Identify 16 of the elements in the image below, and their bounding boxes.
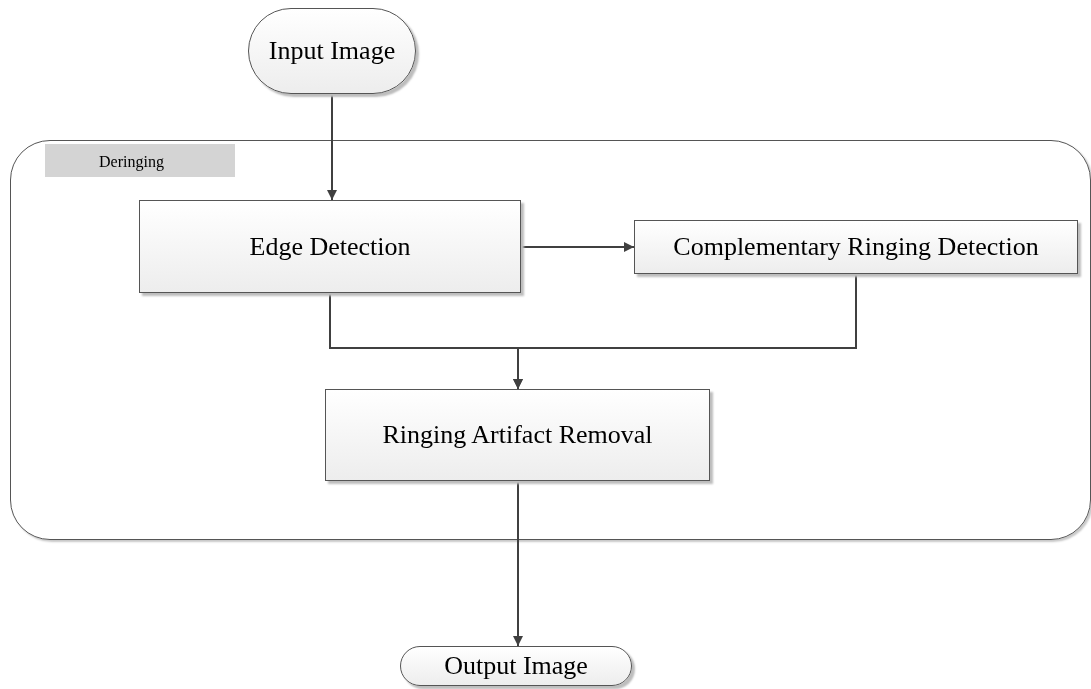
arrow <box>327 93 337 201</box>
process-box <box>634 220 1078 274</box>
process-box <box>325 389 710 481</box>
group-title: Deringing <box>45 144 235 177</box>
process-box <box>139 200 521 293</box>
node-label: Output Image <box>444 651 588 681</box>
terminal-pill <box>248 8 416 94</box>
arrow <box>513 480 523 647</box>
node-label: Ringing Artifact Removal <box>382 420 653 450</box>
arrow <box>513 273 857 390</box>
group-container <box>10 140 1091 540</box>
node-label: Input Image <box>268 36 396 66</box>
arrow <box>520 242 635 252</box>
terminal-pill <box>400 646 632 686</box>
node-label: Edge Detection <box>249 231 411 262</box>
node-label: Complementary Ringing Detection <box>673 232 1039 262</box>
